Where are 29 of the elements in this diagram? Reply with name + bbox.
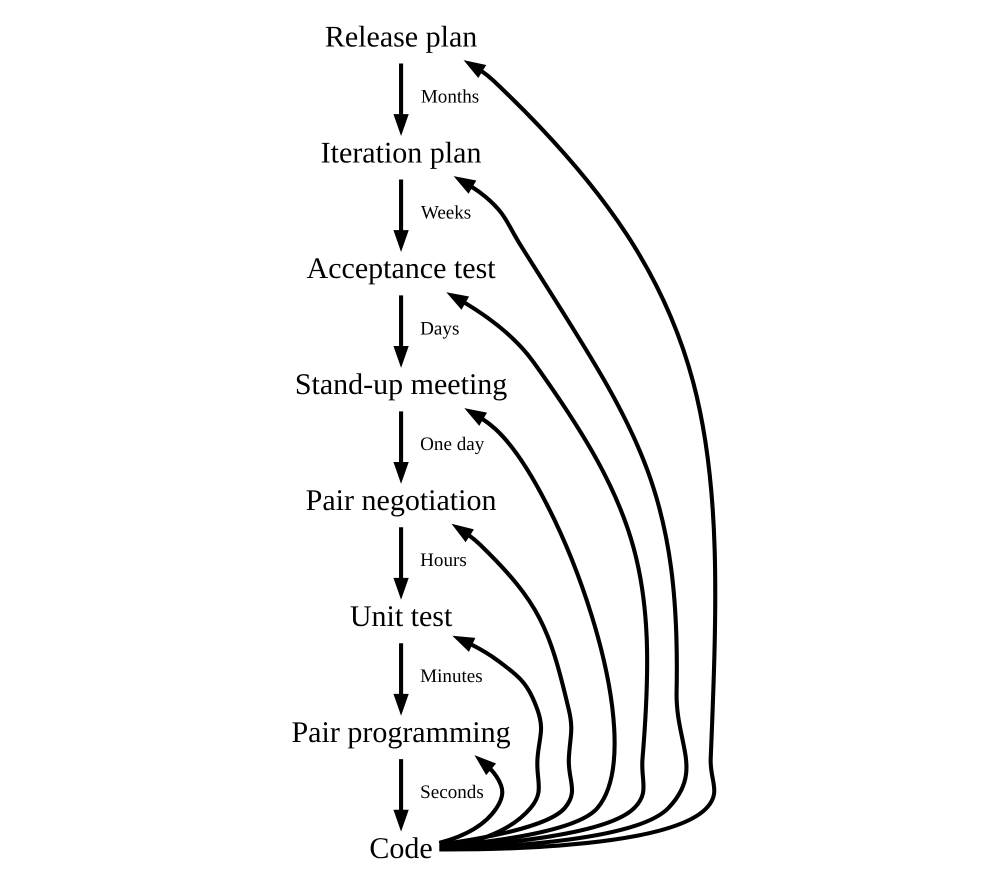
arrow [392,295,408,368]
edge-label: Days [420,318,459,340]
node-text: Pair programming [291,716,510,749]
arrow [392,179,408,252]
arrow [392,759,408,832]
arrow [438,408,616,848]
node-text: Iteration plan [320,136,481,170]
node-text: Pair negotiation [305,484,496,518]
arrow [438,524,574,846]
arrow [438,60,717,852]
node-text: Unit test [349,600,452,634]
node-text: Release plan [324,20,477,54]
node-text: Stand-up meeting [294,368,507,402]
edge-label: Minutes [420,666,482,688]
edge-label: Months [420,86,479,108]
arrow [392,64,408,136]
arrow [439,176,688,851]
arrow [392,527,408,600]
arrow [439,292,649,850]
edge-label: Hours [420,550,466,572]
edge-label: One day [420,434,484,456]
arrow [438,755,504,845]
arrow [392,643,408,716]
node-text: Code [368,832,432,865]
node-text: Acceptance test [306,252,496,286]
edge-label: Seconds [420,782,484,804]
edge-label: Weeks [420,202,471,224]
arrow [392,411,408,484]
arrow [438,636,543,850]
